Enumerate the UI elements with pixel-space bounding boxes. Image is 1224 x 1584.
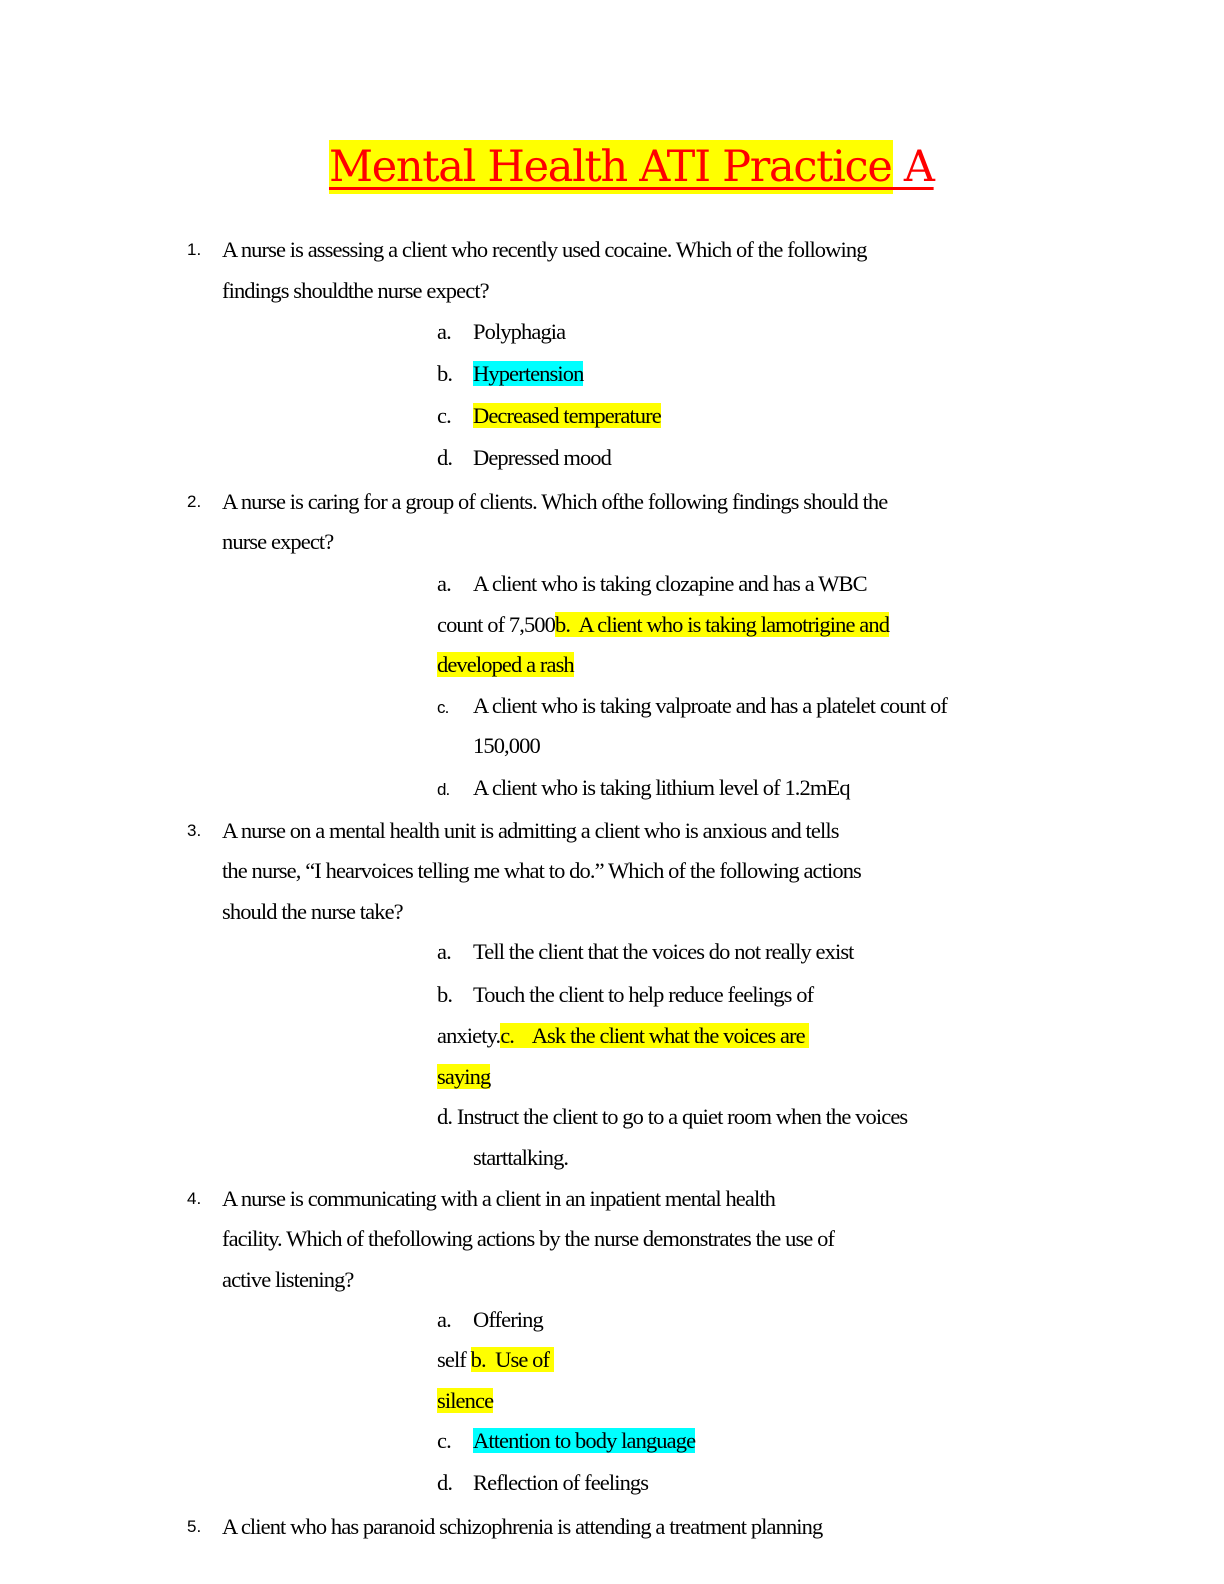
option-text: Tell the client that the voices do not r… (473, 939, 854, 964)
option-text: A client who is taking lamotrigine and (578, 612, 890, 637)
option-c[interactable]: c. Decreased temperature (437, 401, 662, 431)
option-label: c. (437, 1428, 452, 1453)
option-b-continued-c[interactable]: anxiety.c. Ask the client what the voice… (437, 1021, 810, 1051)
document-title: Mental Health ATI Practice A (329, 140, 935, 194)
option-label: c. (437, 698, 449, 717)
option-b[interactable]: b. Hypertension (437, 359, 584, 389)
option-a[interactable]: a. Polyphagia (437, 317, 566, 347)
option-text: A client who is taking lithium level of … (473, 775, 851, 800)
question-stem-line: A client who has paranoid schizophrenia … (222, 1514, 823, 1539)
option-d[interactable]: d. A client who is taking lithium level o… (437, 773, 851, 805)
option-label: b. (437, 982, 453, 1007)
option-b[interactable]: b. Touch the client to help reduce feelin… (437, 980, 814, 1010)
option-text: Ask the client what the voices are (531, 1023, 806, 1048)
option-label: c. (500, 1023, 515, 1048)
question-number: 4. (187, 1189, 202, 1208)
question-number: 2. (187, 492, 202, 511)
option-text: Offering (473, 1307, 544, 1332)
option-b-continued[interactable]: silence (437, 1386, 494, 1416)
option-text: Polyphagia (473, 319, 566, 344)
option-text: Reflection of feelings (473, 1470, 649, 1495)
option-text-cont: developed a rash (437, 652, 575, 677)
question-stem-line: active listening? (222, 1267, 354, 1292)
option-label: a. (437, 319, 452, 344)
question-stem-line: should the nurse take? (222, 899, 404, 924)
option-a-continued-b[interactable]: self b. Use of (437, 1345, 554, 1375)
option-label: d. (437, 1470, 453, 1495)
option-c-highlighted: c. Ask the client what the voices are (500, 1023, 810, 1048)
option-text: Instruct the client to go to a quiet roo… (456, 1104, 908, 1129)
question-number: 5. (187, 1517, 202, 1536)
option-b-continued[interactable]: developed a rash (437, 650, 575, 680)
option-text-highlighted: Attention to body language (473, 1428, 696, 1453)
question-stem-line: A nurse on a mental health unit is admit… (222, 818, 839, 843)
option-d[interactable]: d. Reflection of feelings (437, 1468, 649, 1498)
option-c-continued[interactable]: saying (437, 1062, 491, 1092)
question-stem-line: facility. Which of thefollowing actions … (222, 1226, 835, 1251)
option-d-continued: starttalking. (473, 1145, 569, 1170)
option-a[interactable]: a. Tell the client that the voices do not… (437, 937, 854, 967)
question-stem-line: nurse expect? (222, 529, 334, 554)
option-c[interactable]: c. Attention to body language (437, 1426, 696, 1456)
option-label: b. (470, 1347, 487, 1372)
option-text-cont: count of 7,500 (437, 612, 556, 637)
option-text-cont: self (437, 1347, 467, 1372)
question-stem-line: findings shouldthe nurse expect? (222, 278, 490, 303)
option-label: d. (437, 780, 450, 799)
question-stem-line: A nurse is communicating with a client i… (222, 1186, 776, 1211)
option-label: d. (437, 1104, 453, 1129)
option-label: a. (437, 571, 452, 596)
option-label: b. (555, 612, 571, 637)
question-number: 1. (187, 240, 202, 259)
question-stem-line: the nurse, “I hearvoices telling me what… (222, 858, 862, 883)
option-a[interactable]: a. Offering (437, 1305, 544, 1335)
option-text-cont: anxiety. (437, 1023, 501, 1048)
question-stem-line: A nurse is caring for a group of clients… (222, 489, 888, 514)
option-text-highlighted: Hypertension (473, 361, 584, 386)
option-text-cont: saying (437, 1064, 491, 1089)
question-stem-line: A nurse is assessing a client who recent… (222, 237, 867, 262)
option-label: c. (437, 403, 452, 428)
option-text: A client who is taking valproate and has… (473, 693, 948, 718)
option-text: Depressed mood (473, 445, 612, 470)
option-b-highlighted: b. A client who is taking lamotrigine an… (555, 612, 890, 637)
option-a[interactable]: a. A client who is taking clozapine and h… (437, 569, 868, 599)
option-label: a. (437, 1307, 452, 1332)
option-b-highlighted: b. Use of (470, 1347, 554, 1372)
option-text-cont: silence (437, 1388, 494, 1413)
option-d[interactable]: d. Depressed mood (437, 443, 612, 473)
option-text-highlighted: Decreased temperature (473, 403, 662, 428)
option-text: Touch the client to help reduce feelings… (473, 982, 814, 1007)
option-a-continued-b[interactable]: count of 7,500b. A client who is taking … (437, 610, 890, 640)
option-d[interactable]: d. Instruct the client to go to a quiet … (437, 1102, 908, 1132)
option-c[interactable]: c. A client who is taking valproate and h… (437, 691, 948, 723)
question-number: 3. (187, 821, 202, 840)
option-text: Use of (495, 1347, 550, 1372)
option-label: a. (437, 939, 452, 964)
option-c-continued: 150,000 (473, 733, 541, 758)
option-text: A client who is taking clozapine and has… (473, 571, 868, 596)
option-label: b. (437, 361, 453, 386)
option-label: d. (437, 445, 453, 470)
